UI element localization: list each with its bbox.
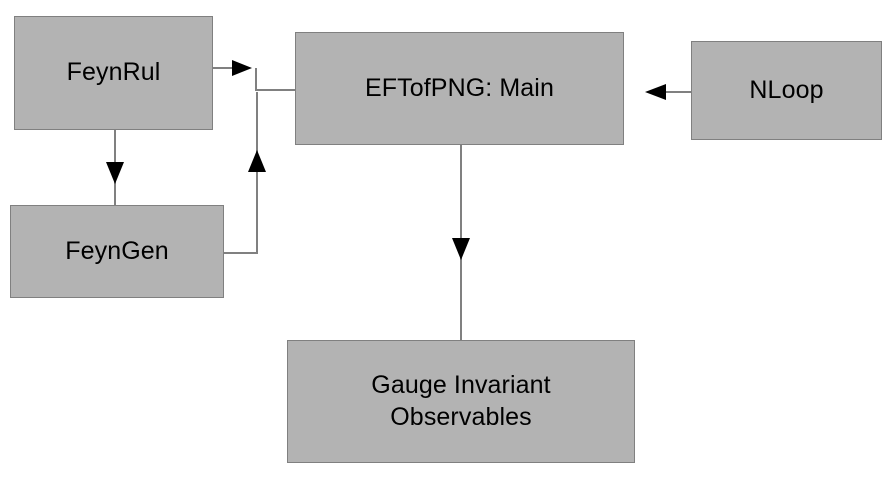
node-gauge-invariant-observables-label: Gauge Invariant Observables <box>371 371 551 431</box>
edge-feyngen-to-main <box>224 92 266 254</box>
edge-main-to-gauge <box>452 145 470 340</box>
arrowhead-left <box>645 84 666 100</box>
node-feynrul[interactable]: FeynRul <box>14 16 213 130</box>
node-feynrul-label: FeynRul <box>66 58 161 87</box>
node-eftofpng-main[interactable]: EFTofPNG: Main <box>295 32 624 145</box>
arrowhead-down <box>106 162 124 184</box>
node-eftofpng-main-label: EFTofPNG: Main <box>365 73 554 102</box>
node-nloop[interactable]: NLoop <box>691 41 882 140</box>
edge-feynrul-to-feyngen <box>106 130 124 205</box>
node-feyngen[interactable]: FeynGen <box>10 205 224 298</box>
node-gauge-invariant-observables[interactable]: Gauge Invariant Observables <box>287 340 635 463</box>
node-nloop-label: NLoop <box>749 75 824 104</box>
arrowhead-right <box>232 60 252 76</box>
node-feyngen-label: FeynGen <box>65 236 169 265</box>
edge-nloop-to-main <box>645 84 691 100</box>
arrowhead-down <box>452 238 470 260</box>
arrowhead-up <box>248 150 266 172</box>
edge-feynrul-to-main <box>213 60 295 91</box>
